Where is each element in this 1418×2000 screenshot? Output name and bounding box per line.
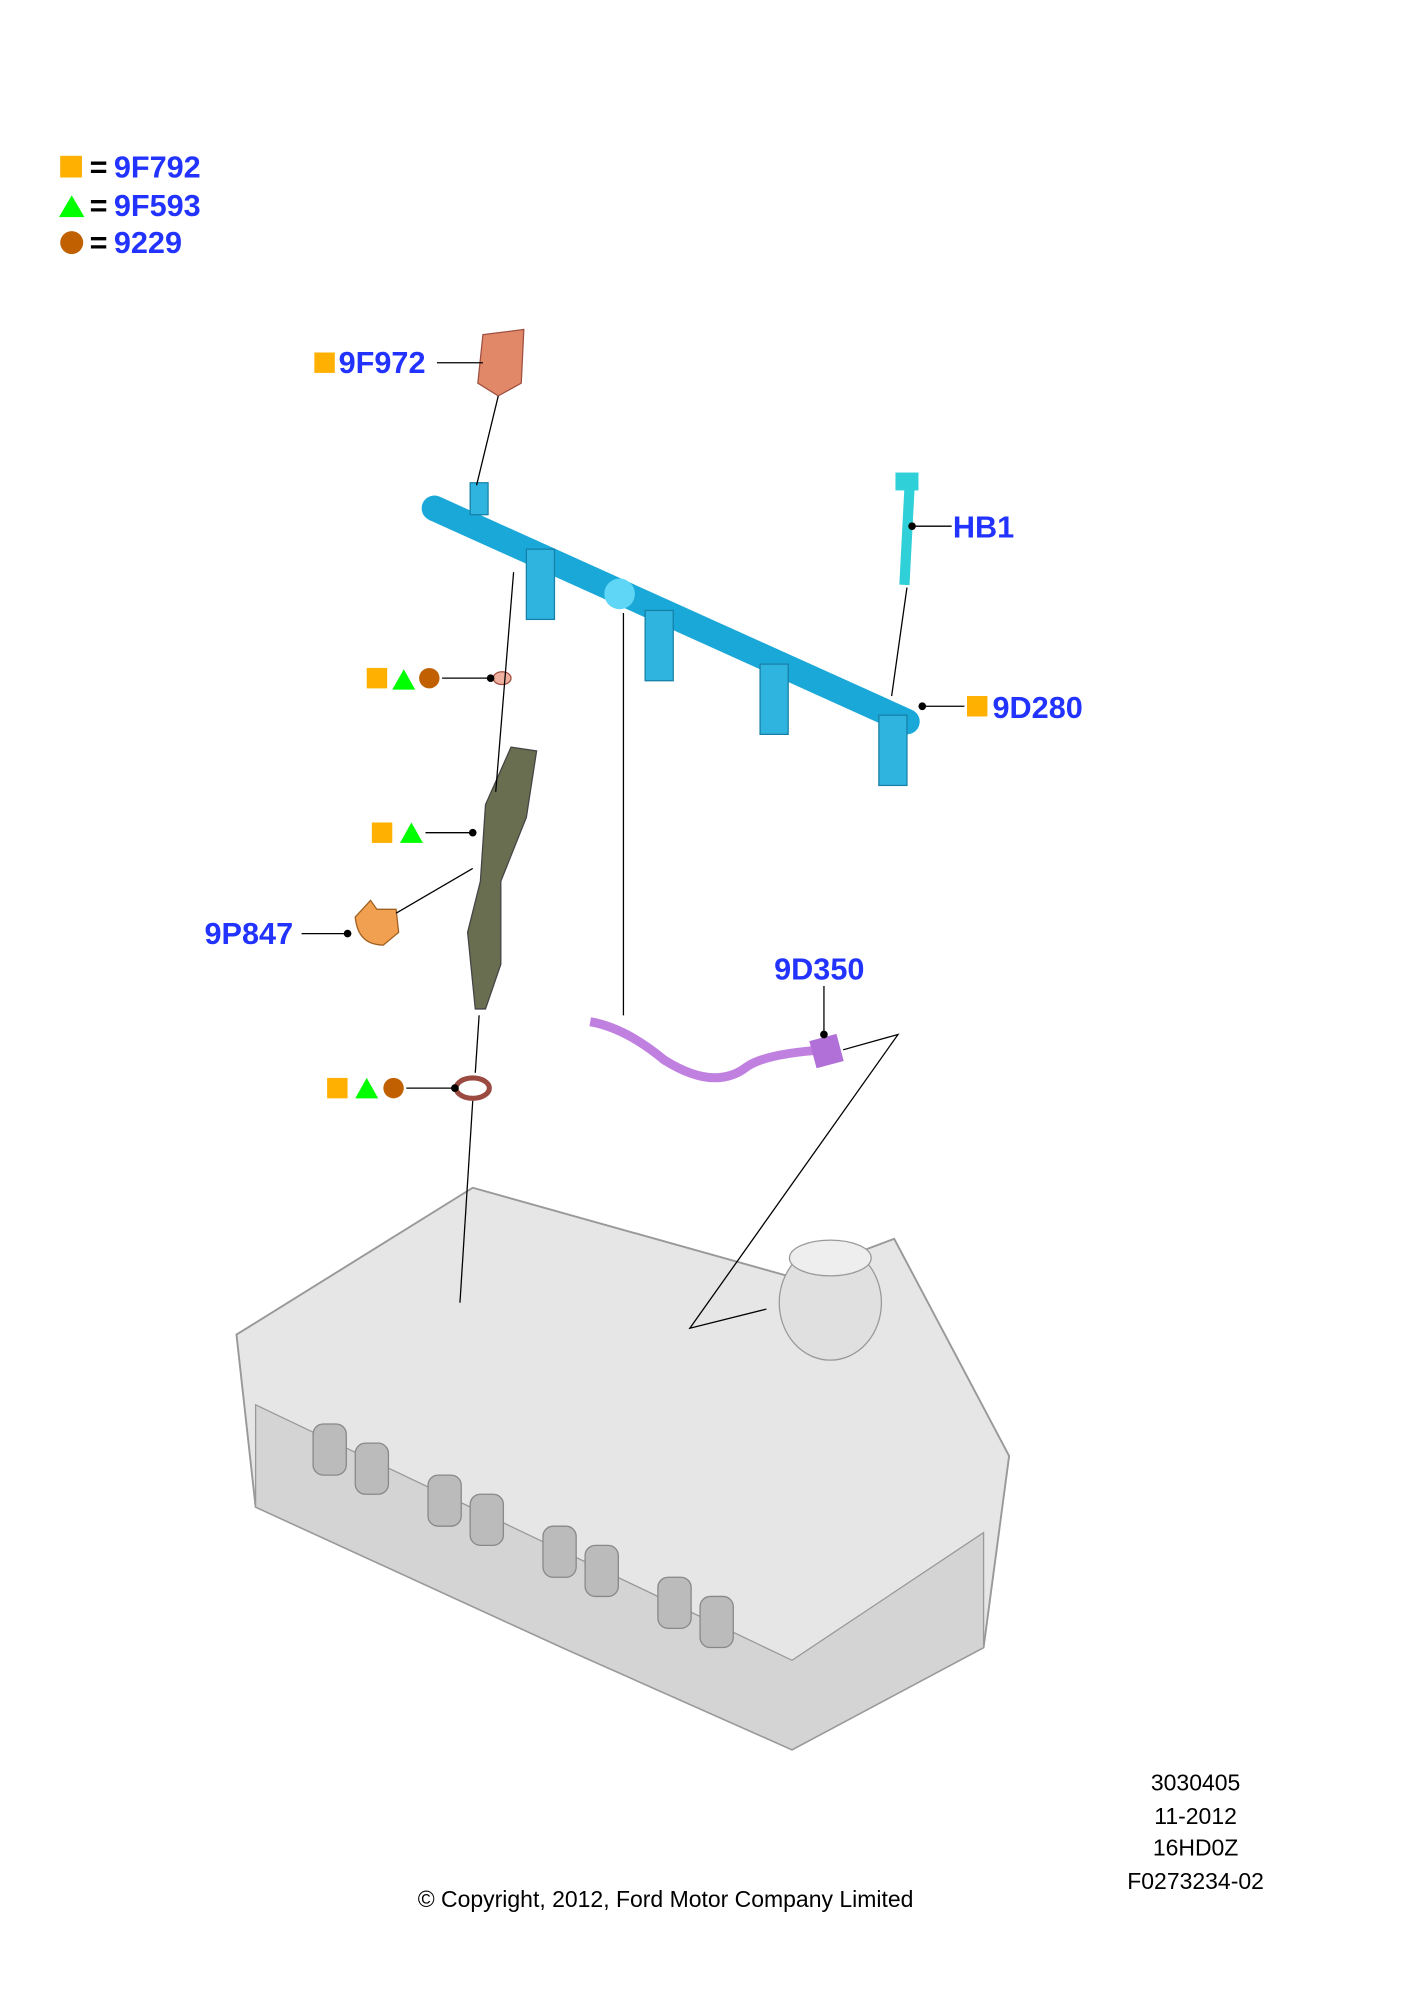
fuel-rail-illustration (421, 482, 920, 787)
fuel-pipe-illustration (589, 1017, 825, 1083)
callout-9P847[interactable]: 9P847 (205, 917, 294, 951)
clip-illustration (354, 899, 400, 946)
seal-illustration (492, 671, 512, 686)
pressure-sensor-illustration (477, 328, 525, 397)
illustration-code: 3030405 (1151, 1770, 1240, 1796)
cylinder-head-illustration (235, 1186, 1011, 1751)
model-code: 16HD0Z (1153, 1835, 1239, 1861)
bolt-head-illustration (895, 472, 919, 491)
callout-HB1[interactable]: HB1 (953, 511, 1014, 545)
legend-part-9229: 9229 (114, 226, 182, 260)
symbol-group-injector (371, 822, 423, 843)
figure-number: F0273234-02 (1127, 1868, 1264, 1894)
illustration-date: 11-2012 (1154, 1803, 1237, 1829)
legend: = 9F792 = 9F593 = 9229 (58, 151, 201, 260)
callout-9D350[interactable]: 9D350 (774, 953, 864, 987)
svg-text:9D280: 9D280 (993, 691, 1083, 725)
symbol-group-washer (327, 1077, 404, 1099)
svg-text:=: = (90, 189, 108, 223)
injector-illustration (466, 746, 538, 1010)
washer-illustration (453, 1075, 492, 1101)
square-symbol-icon (966, 696, 988, 717)
square-symbol-icon (60, 155, 82, 178)
legend-part-9F593: 9F593 (114, 189, 201, 223)
legend-part-9F792: 9F792 (114, 151, 201, 185)
triangle-symbol-icon (58, 195, 85, 218)
square-symbol-icon (314, 352, 335, 373)
callout-9F972[interactable]: 9F972 (314, 346, 426, 380)
callout-9D280[interactable]: 9D280 (966, 691, 1083, 725)
copyright-notice: © Copyright, 2012, Ford Motor Company Li… (418, 1886, 914, 1912)
svg-text:=: = (90, 151, 108, 185)
symbol-group-seal (366, 667, 440, 690)
svg-text:=: = (90, 226, 108, 260)
svg-text:9F972: 9F972 (339, 346, 426, 380)
bolt-illustration (899, 485, 915, 586)
leader-lines (301, 362, 965, 1330)
circle-symbol-icon (60, 231, 84, 255)
